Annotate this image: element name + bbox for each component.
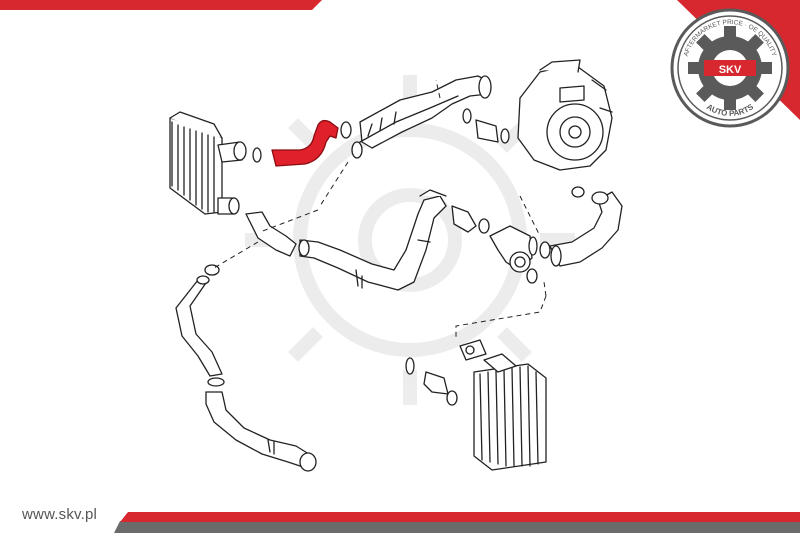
leader-lines [213,79,547,340]
hose-clamp [298,239,310,257]
hose-clamp [340,121,352,139]
lower-right-hose [423,371,449,395]
turbo-inlet-hose [475,119,499,143]
lower-left-pipe [205,391,317,472]
skv-logo: SKV AFTERMARKET PRICE · OE QUALITY AUTO … [670,8,790,128]
hose-clamp [446,390,458,406]
right-bent-hose [549,191,623,267]
hose-clamp [351,141,363,159]
hose-clamp [207,377,225,387]
hose-clamp [539,241,551,259]
bottom-grey-band [114,521,800,533]
hose-clamp [405,357,415,375]
hose-clamp [478,218,490,234]
left-lower-hose [245,211,297,257]
top-left-red-band [0,0,322,10]
middle-charge-pipe [299,189,447,291]
left-down-hose [175,275,223,377]
website-url[interactable]: www.skv.pl [22,506,98,523]
middle-hose [451,205,477,233]
red-intercooler-hose [271,119,339,167]
logo-text: SKV [719,64,742,76]
hose-clamp [462,108,472,124]
pipe-connector [489,225,538,273]
hose-clamp [571,186,585,198]
upper-charge-pipe [359,75,492,149]
turbocharger [517,59,613,171]
hose-clamp [526,268,538,284]
intercooler-right [459,339,547,471]
hose-clamp [252,147,262,163]
bottom-red-band [120,512,800,522]
hose-clamp [500,128,510,144]
intercooler-left [169,111,247,215]
